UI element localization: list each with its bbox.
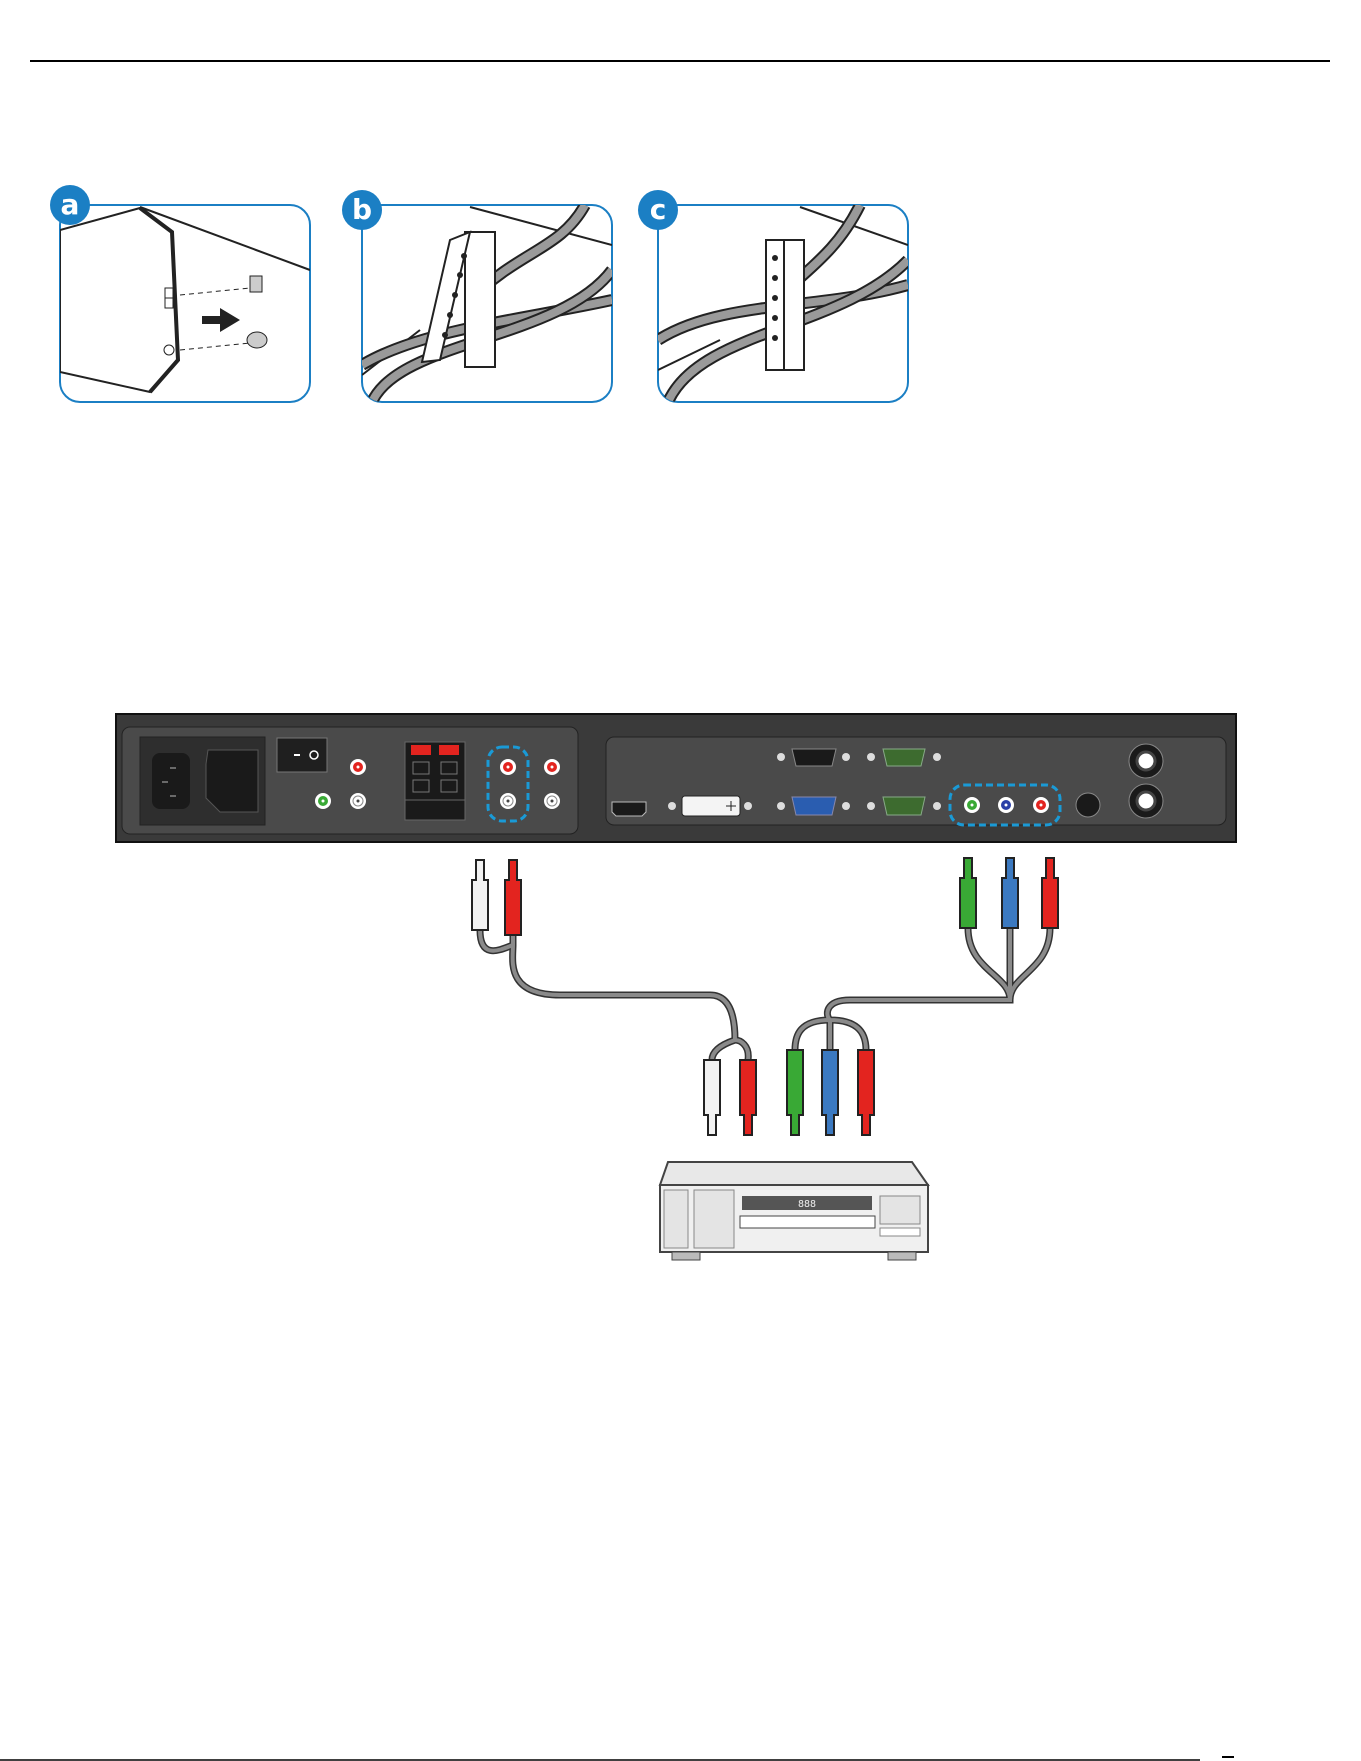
audio-cable <box>480 930 748 1060</box>
step-a-illustration <box>60 205 310 402</box>
step-c-illustration <box>658 205 908 402</box>
dvd-player: 888 <box>660 1162 928 1260</box>
player-display: 888 <box>798 1199 816 1210</box>
component-cable <box>795 928 1050 1050</box>
s-video-port <box>1076 793 1100 817</box>
rear-panel <box>116 714 1236 842</box>
step-a-badge: a <box>50 185 90 225</box>
step-b-letter: b <box>352 193 372 226</box>
step-b-illustration <box>362 205 612 402</box>
step-a-letter: a <box>61 188 80 221</box>
step-b-badge: b <box>342 190 382 230</box>
rca-plugs-bottom-component <box>787 1050 874 1135</box>
rca-plugs-bottom-audio <box>704 1060 756 1135</box>
power-switch <box>277 738 327 772</box>
power-inlet <box>140 737 265 825</box>
hdmi-port <box>612 802 646 816</box>
step-c-letter: c <box>650 193 667 226</box>
rca-plugs-top-component <box>960 858 1058 928</box>
rca-plugs-top-audio <box>472 860 521 935</box>
step-c-badge: c <box>638 190 678 230</box>
speaker-terminals <box>405 742 465 820</box>
